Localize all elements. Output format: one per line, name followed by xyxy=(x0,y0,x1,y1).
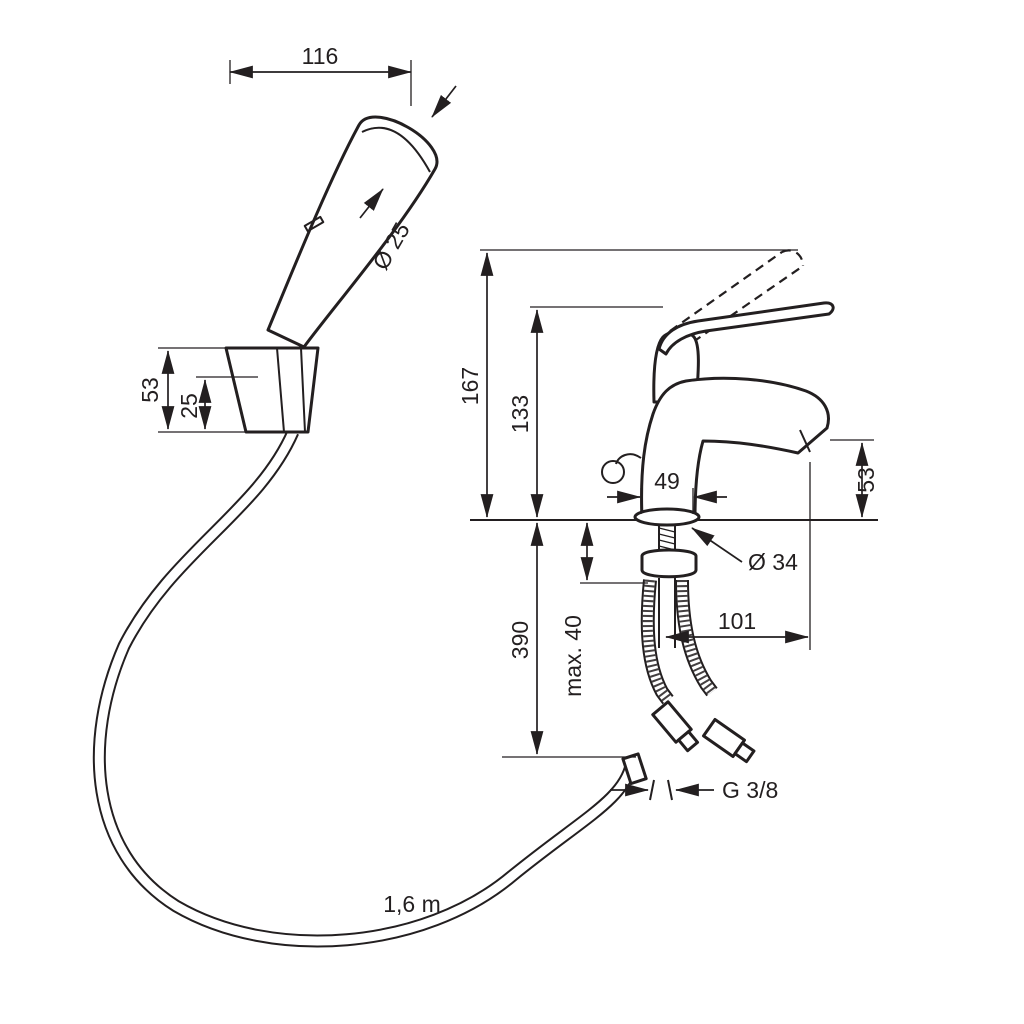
supply-hose-left xyxy=(640,579,674,705)
supply-hose-right xyxy=(675,579,718,697)
mounting-surface xyxy=(470,507,878,527)
hose-connector-right xyxy=(702,717,756,764)
hose-connector-left xyxy=(651,700,700,753)
faucet xyxy=(601,249,835,520)
mounting-nut xyxy=(640,548,698,579)
dim-label-base-diameter: Ø 34 xyxy=(748,549,798,575)
under-counter xyxy=(621,525,756,801)
dimensions: 116 Ø 25 53 25 167 133 390 max. 40 49 xyxy=(137,43,879,917)
dim-label-holder-inner: 25 xyxy=(176,393,202,419)
hose-end-faces xyxy=(649,779,673,801)
faucet-body xyxy=(640,376,830,520)
dim-label-total-height: 167 xyxy=(457,367,483,405)
mode-button xyxy=(303,215,325,233)
pull-ring xyxy=(601,460,625,484)
dim-label-body-height: 133 xyxy=(507,395,533,433)
base-escutcheon xyxy=(633,507,701,527)
aerator xyxy=(799,429,811,453)
faucet-lever xyxy=(657,301,835,356)
dim-label-head-width: 116 xyxy=(302,43,339,69)
shower-holder xyxy=(224,346,320,434)
spray-face-rim xyxy=(361,126,431,173)
dim-label-base-width: 49 xyxy=(654,468,680,494)
dim-label-under-counter: 390 xyxy=(507,621,533,659)
hand-shower-head xyxy=(266,115,439,349)
dim-label-thread-size: G 3/8 xyxy=(722,777,778,803)
dim-label-spout-reach: 101 xyxy=(718,608,756,634)
dim-label-hose-length: 1,6 m xyxy=(383,891,441,917)
dim-label-spout-height: 53 xyxy=(853,467,879,493)
dim-label-holder-height: 53 xyxy=(137,377,163,403)
dim-label-max-thickness: max. 40 xyxy=(560,615,586,697)
shower-hose xyxy=(92,429,639,948)
